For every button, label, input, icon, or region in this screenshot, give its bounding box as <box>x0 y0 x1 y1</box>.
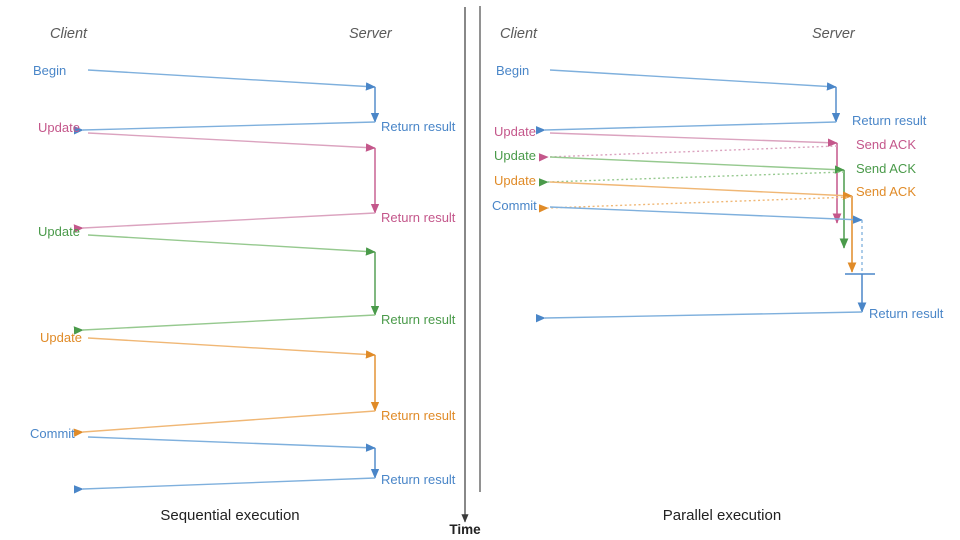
response-arrow-begin-exchange <box>535 121 837 135</box>
request-label-begin-exchange: Begin <box>33 63 66 78</box>
request-arrow-update-2-exchange <box>87 234 376 256</box>
response-label-update-2-exchange: Send ACK <box>856 161 916 176</box>
response-arrow-begin-exchange <box>73 121 376 135</box>
request-label-begin-exchange: Begin <box>496 63 529 78</box>
response-arrow-update-3-exchange <box>73 410 376 437</box>
response-label-commit-exchange: Return result <box>381 472 456 487</box>
request-arrow-update-3-exchange <box>87 337 376 359</box>
request-label-update-1-exchange: Update <box>38 120 80 135</box>
request-label-update-1-exchange: Update <box>494 124 536 139</box>
response-label-update-3-exchange: Send ACK <box>856 184 916 199</box>
response-arrow-update-1-exchange <box>73 212 376 233</box>
response-arrow-commit-exchange <box>73 477 376 494</box>
request-arrow-commit-exchange <box>87 436 376 452</box>
request-label-update-3-exchange: Update <box>40 330 82 345</box>
ack-arrow-update-3-exchange <box>538 196 853 213</box>
request-arrow-begin-exchange <box>87 69 376 91</box>
response-label-commit-exchange: Return result <box>869 306 944 321</box>
request-label-update-2-exchange: Update <box>494 148 536 163</box>
request-label-update-3-exchange: Update <box>494 173 536 188</box>
request-label-commit-exchange: Commit <box>492 198 537 213</box>
request-arrow-update-2-exchange <box>549 156 845 174</box>
panel-caption-sequential: Sequential execution <box>160 507 299 524</box>
lane-title-client: Client <box>500 26 538 42</box>
panel-caption-parallel: Parallel execution <box>663 507 781 524</box>
request-arrow-update-3-exchange <box>549 181 853 200</box>
response-label-begin-exchange: Return result <box>381 119 456 134</box>
response-label-begin-exchange: Return result <box>852 113 927 128</box>
ack-arrow-update-1-exchange <box>538 145 838 162</box>
request-arrow-update-1-exchange <box>87 132 376 152</box>
response-label-update-3-exchange: Return result <box>381 408 456 423</box>
request-label-commit-exchange: Commit <box>30 426 75 441</box>
request-arrow-update-1-exchange <box>549 132 838 147</box>
ack-arrow-update-2-exchange <box>538 171 845 187</box>
response-arrow-update-2-exchange <box>73 314 376 335</box>
response-label-update-2-exchange: Return result <box>381 312 456 327</box>
lane-title-client: Client <box>50 26 88 42</box>
request-arrow-commit-exchange <box>549 206 863 224</box>
request-label-update-2-exchange: Update <box>38 224 80 239</box>
response-label-update-1-exchange: Return result <box>381 210 456 225</box>
response-arrow-commit-exchange <box>535 311 863 323</box>
time-axis-label: Time <box>449 522 481 537</box>
lane-title-server: Server <box>349 26 393 42</box>
request-arrow-begin-exchange <box>549 69 837 91</box>
response-label-update-1-exchange: Send ACK <box>856 137 916 152</box>
lane-title-server: Server <box>812 26 856 42</box>
